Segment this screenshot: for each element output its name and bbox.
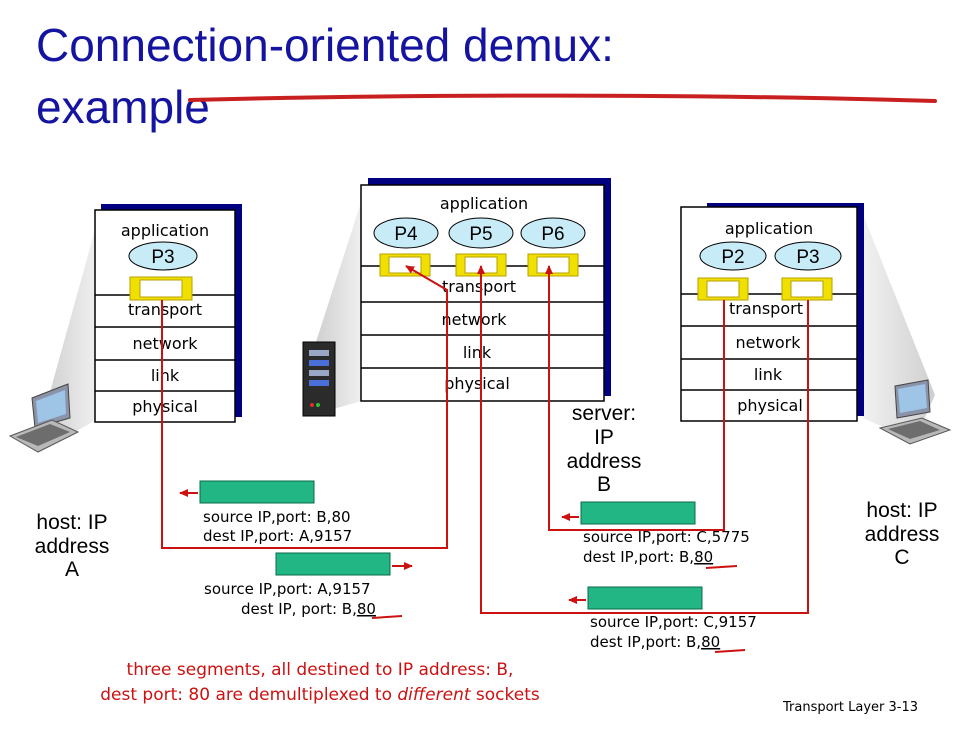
segment-2-source: source IP,port: A,9157 (204, 580, 371, 598)
host-c-computer-icon (878, 379, 952, 445)
host-c-label-line-1: host: IP (866, 499, 937, 522)
server-label-line-3: address (567, 450, 642, 473)
host-a-process-p3: P3 (151, 247, 174, 268)
segment-3-dest-port: 80 (694, 548, 713, 566)
segment-2-dest: dest IP, port: B,80 (241, 600, 376, 618)
host-a-layer-link: link (151, 366, 180, 385)
caption-line-2-pre: dest port: 80 are demultiplexed to (100, 685, 398, 705)
server-socket-p6 (527, 253, 579, 277)
host-a-socket (129, 276, 193, 301)
segment-3-dest-prefix: dest IP,port: B, (583, 548, 694, 566)
path-c5775-to-p6 (545, 265, 725, 531)
server-tower-icon (302, 341, 336, 417)
server-stack: application transport network link physi… (360, 178, 611, 402)
slide-title-line-2: example (36, 81, 210, 133)
host-c-layer-physical: physical (737, 396, 803, 415)
path-a-to-p4 (161, 265, 448, 549)
segment-1-dest: dest IP,port: A,9157 (203, 527, 352, 545)
host-a-layer-network: network (133, 334, 199, 353)
host-c-process-p3: P3 (796, 247, 819, 268)
segment-3-source: source IP,port: C,5775 (583, 528, 750, 546)
server-process-p4: P4 (394, 224, 418, 245)
host-c-socket-p3 (781, 277, 833, 301)
segment-4-dest: dest IP,port: B,80 (590, 633, 720, 651)
server-label-line-1: server: (572, 402, 636, 425)
server-layer-application: application (440, 194, 528, 213)
segment-2-dest-prefix: dest IP, port: B, (241, 600, 357, 618)
segment-4-dest-port: 80 (701, 633, 720, 651)
caption-line-2-emphasis: different (397, 685, 471, 705)
host-a-label-line-1: host: IP (36, 511, 107, 534)
host-c-layer-application: application (725, 219, 813, 238)
server-layer-network: network (442, 310, 508, 329)
caption-line-1: three segments, all destined to IP addre… (126, 660, 514, 680)
segment-4-dest-prefix: dest IP,port: B, (590, 633, 701, 651)
host-c-stack: application transport network link physi… (680, 203, 864, 422)
server-layer-physical: physical (444, 374, 510, 393)
slide-title-line-1: Connection-oriented demux: (36, 19, 614, 71)
segment-3-box (580, 501, 696, 525)
host-a-label-line-2: address (35, 535, 110, 558)
title-underline (188, 93, 937, 103)
segment-3-port-underline (705, 565, 738, 569)
segment-2-dest-port: 80 (357, 600, 376, 618)
server-layer-link: link (463, 343, 492, 362)
server-socket-p4 (379, 253, 431, 277)
host-a-beam (45, 212, 100, 440)
segment-1-source: source IP,port: B,80 (203, 508, 351, 526)
segment-2-box (275, 552, 391, 576)
host-c-layer-network: network (736, 333, 802, 352)
host-c-layer-link: link (754, 365, 783, 384)
server-process-p6: P6 (541, 224, 564, 245)
slide-footer: Transport Layer 3-13 (783, 700, 919, 715)
segment-4-box (587, 586, 703, 610)
server-label-line-2: IP (594, 426, 614, 449)
segment-2-port-underline (371, 615, 403, 619)
host-c-process-p2: P2 (721, 247, 744, 268)
caption-line-2-post: sockets (470, 685, 540, 705)
server-process-p5: P5 (469, 224, 492, 245)
host-c-label-line-2: address (865, 523, 940, 546)
caption-line-2: dest port: 80 are demultiplexed to diffe… (40, 683, 600, 708)
segment-1-box (199, 480, 315, 504)
host-a-layer-physical: physical (132, 397, 198, 416)
path-c9157-to-p5 (477, 265, 809, 614)
server-label-line-4: B (597, 473, 611, 496)
host-a-stack: application transport network link physi… (94, 204, 242, 423)
server-layer-transport: transport (442, 277, 516, 296)
server-address-label: server: IP address B (567, 402, 642, 496)
segment-3-dest: dest IP,port: B,80 (583, 548, 713, 566)
host-c-layer-transport: transport (729, 299, 803, 318)
segment-4-port-underline (714, 649, 746, 653)
host-a-layer-application: application (121, 221, 209, 240)
host-c-label-line-3: C (894, 546, 909, 569)
host-c-address-label: host: IP address C (865, 499, 940, 569)
host-a-address-label: host: IP address A (35, 511, 110, 581)
segment-4-source: source IP,port: C,9157 (590, 613, 757, 631)
host-c-socket-p2 (697, 277, 749, 301)
host-a-layer-transport: transport (128, 300, 202, 319)
host-a-label-line-3: A (65, 558, 79, 581)
host-a-computer-icon (8, 383, 80, 453)
slide-caption: three segments, all destined to IP addre… (40, 658, 600, 708)
